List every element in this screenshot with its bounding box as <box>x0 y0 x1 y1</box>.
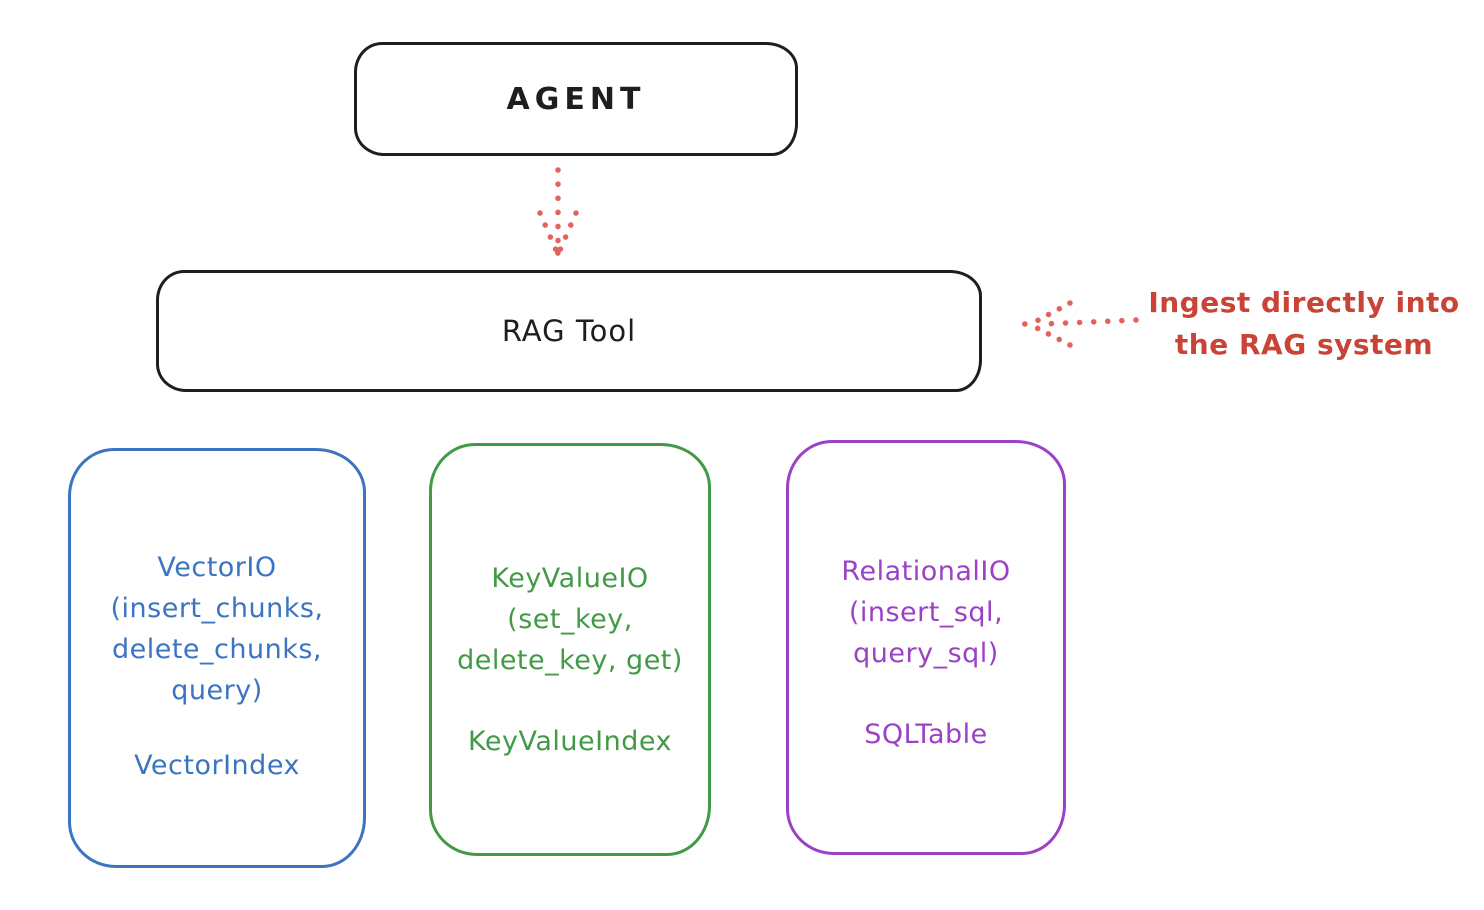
key-value-index-label: KeyValueIndex <box>468 726 672 757</box>
node-relational-io: RelationalIO (insert_sql, query_sql) SQL… <box>786 440 1066 855</box>
vector-io-line-4: query) <box>171 675 263 706</box>
node-key-value-io: KeyValueIO (set_key, delete_key, get) Ke… <box>429 443 711 856</box>
key-value-io-line-3: delete_key, get) <box>457 645 683 676</box>
relational-io-line-2: (insert_sql, <box>848 597 1004 628</box>
annotation-ingest: Ingest directly into the RAG system <box>1128 282 1480 366</box>
annotation-ingest-line-1: Ingest directly into <box>1148 286 1460 319</box>
vector-io-line-2: (insert_chunks, <box>110 593 324 624</box>
relational-io-line-1: RelationalIO <box>841 556 1011 587</box>
vector-io-line-1: VectorIO <box>157 552 277 583</box>
arrow-agent-to-rag-tool-icon <box>537 167 579 256</box>
vector-index-label: VectorIndex <box>134 750 300 781</box>
key-value-io-line-2: (set_key, <box>507 604 633 635</box>
sql-table-label: SQLTable <box>864 719 988 750</box>
node-rag-tool: RAG Tool <box>156 270 982 392</box>
key-value-io-line-1: KeyValueIO <box>491 563 649 594</box>
node-agent-label: AGENT <box>506 81 646 117</box>
vector-io-line-3: delete_chunks, <box>111 634 323 665</box>
node-agent: AGENT <box>354 42 798 156</box>
arrow-ingest-to-rag-tool-icon <box>1022 300 1139 348</box>
relational-io-line-3: query_sql) <box>853 638 999 669</box>
node-vector-io: VectorIO (insert_chunks, delete_chunks, … <box>68 448 366 868</box>
annotation-ingest-line-2: the RAG system <box>1174 328 1434 361</box>
node-rag-tool-label: RAG Tool <box>501 314 637 348</box>
